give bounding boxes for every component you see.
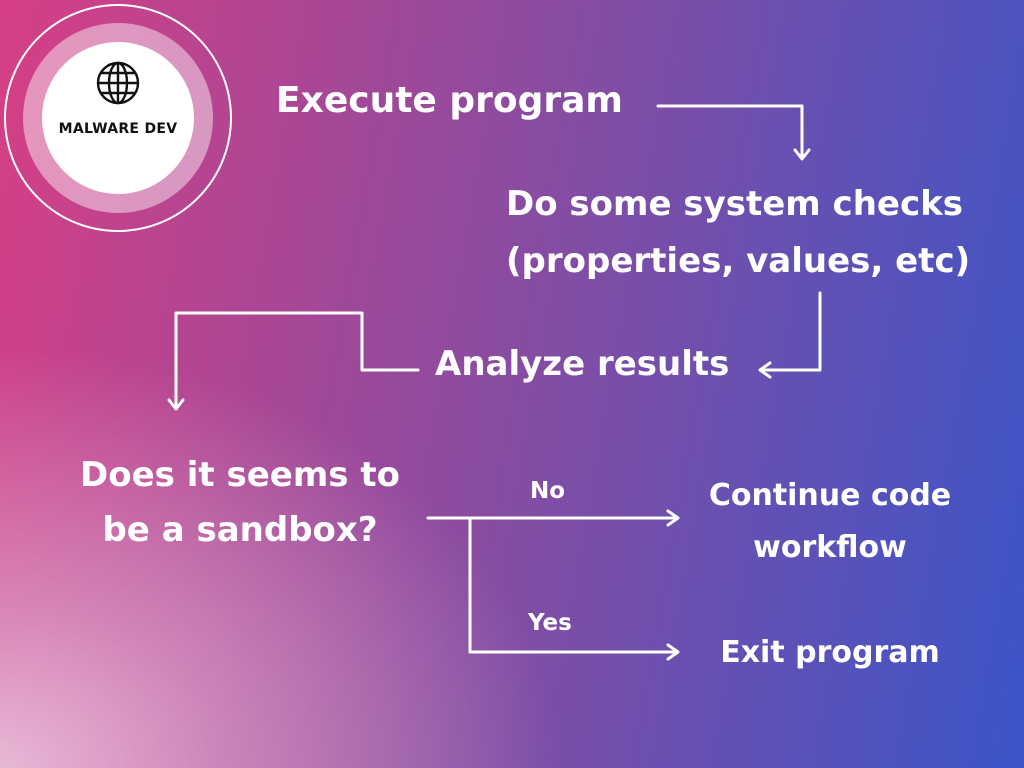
node-sandbox-line2: be a sandbox? [102,510,378,550]
node-sandbox-decision: Does it seems to be a sandbox? [40,448,440,558]
node-system-checks: Do some system checks (properties, value… [506,176,1006,290]
arrowhead-exit [666,643,680,661]
logo-outer-ring [4,4,232,232]
arrow-execute-to-checks [656,104,804,159]
arrowhead-checks [793,148,811,161]
arrow-analyze-to-sandbox [174,311,420,409]
arrowhead-analyze [758,361,772,379]
edge-label-no: No [530,478,566,504]
node-sandbox-line1: Does it seems to [80,455,400,495]
node-analyze-results: Analyze results [435,344,730,384]
globe-icon [96,61,140,105]
node-continue-line1: Continue code [708,478,952,513]
node-continue-line2: workflow [753,530,907,565]
node-system-checks-line1: Do some system checks [506,184,963,224]
node-system-checks-line2: (properties, values, etc) [506,241,971,281]
edge-label-yes: Yes [528,610,572,636]
arrow-checks-to-analyze [760,291,822,372]
node-continue-workflow: Continue code workflow [680,470,980,574]
node-exit-program: Exit program [720,635,940,670]
logo-text: MALWARE DEV [58,121,178,137]
node-execute-program: Execute program [276,80,623,121]
arrow-yes-branch [468,516,678,654]
arrowhead-sandbox [167,398,185,411]
arrowhead-continue [666,509,680,527]
